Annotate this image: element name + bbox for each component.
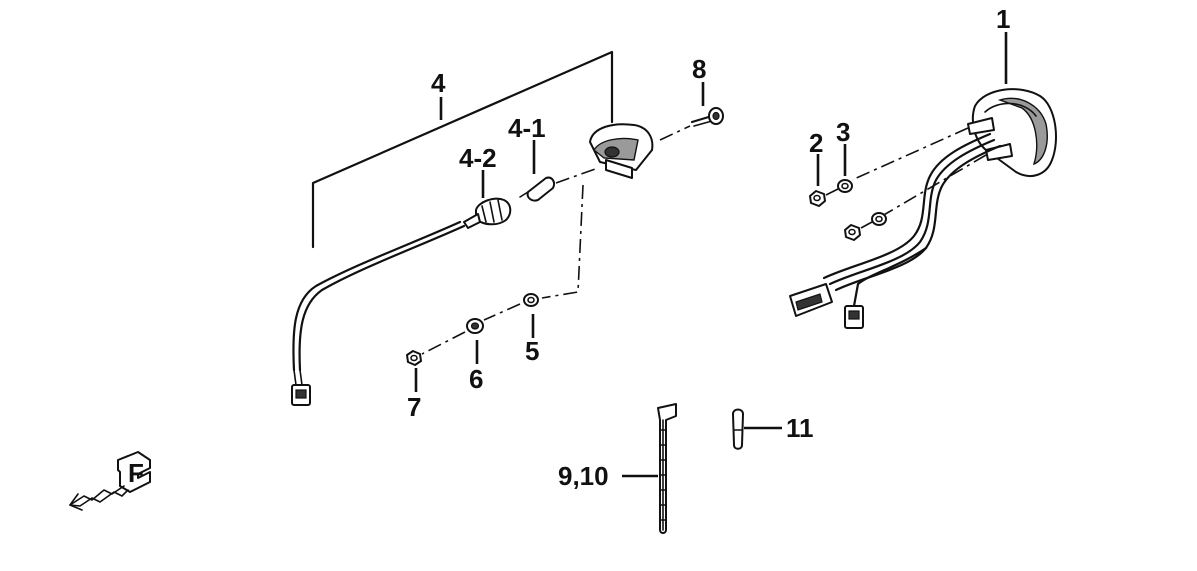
pin-11[interactable]: [732, 408, 744, 450]
callout-6: 6: [469, 364, 483, 394]
bolt-8[interactable]: [690, 107, 724, 127]
lock-washer-6[interactable]: [466, 318, 484, 334]
callout-8: 8: [692, 54, 706, 84]
callout-1: 1: [996, 4, 1010, 34]
front-marker-label: F: [128, 458, 144, 488]
callout-labels: 1 2 3 4 4-1 4-2 5 6 7 8 9,10 11: [407, 4, 1010, 491]
callout-2: 2: [809, 128, 823, 158]
license-light-housing[interactable]: [589, 123, 654, 179]
callout-11: 11: [786, 413, 814, 443]
nut-2[interactable]: [809, 190, 826, 207]
tail-light-single-connector: [844, 305, 864, 329]
callout-9-10: 9,10: [558, 461, 609, 491]
callout-4-1: 4-1: [508, 113, 546, 143]
callout-7: 7: [407, 392, 421, 422]
bulb-4-1[interactable]: [519, 176, 556, 202]
callout-5: 5: [525, 336, 539, 366]
washer-5[interactable]: [523, 293, 539, 307]
washer-3[interactable]: [837, 179, 853, 193]
socket-4-2[interactable]: [463, 197, 512, 229]
callout-4-2: 4-2: [459, 143, 497, 173]
callout-4: 4: [431, 68, 446, 98]
assembly-bracket-4: [311, 50, 614, 249]
cable-tie-9-10[interactable]: [657, 403, 677, 534]
front-direction-marker: F: [69, 451, 151, 511]
tail-light-assembly[interactable]: [967, 88, 1057, 177]
tail-light-harness: [789, 132, 1002, 329]
socket-wire-harness: [291, 220, 466, 406]
tail-light-connector: [789, 283, 833, 317]
nut-2-lower[interactable]: [844, 224, 861, 241]
nut-7[interactable]: [406, 350, 422, 366]
washer-3-lower[interactable]: [871, 212, 887, 226]
leader-lines: [414, 32, 1008, 478]
callout-3: 3: [836, 117, 850, 147]
